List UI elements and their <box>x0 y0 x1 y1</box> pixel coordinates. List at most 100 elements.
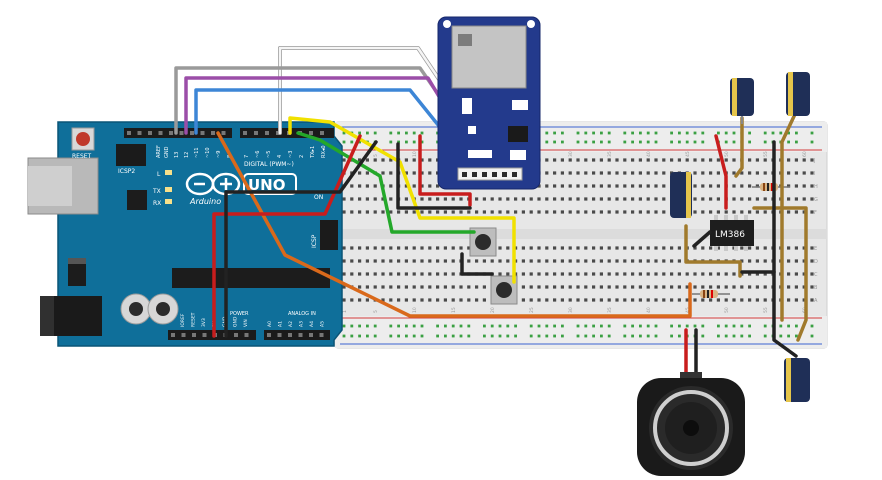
chip-leg <box>734 246 738 251</box>
breadboard-hole <box>482 285 486 289</box>
breadboard-bottom-rail <box>335 316 827 348</box>
header-pin <box>179 131 184 135</box>
rail-hole <box>405 131 408 135</box>
breadboard-hole <box>545 158 549 162</box>
breadboard-hole <box>716 210 720 214</box>
breadboard-hole <box>576 272 580 276</box>
push-button-1[interactable] <box>469 227 497 257</box>
rail-hole <box>366 131 369 135</box>
breadboard-hole <box>389 259 393 263</box>
breadboard-hole <box>810 298 814 302</box>
chip-label: LM386 <box>715 230 745 240</box>
rail-hole <box>763 324 767 328</box>
breadboard-hole <box>451 259 455 263</box>
breadboard-hole <box>459 246 463 250</box>
rail-hole <box>498 324 502 328</box>
breadboard-hole <box>584 158 588 162</box>
power-label: POWER <box>230 311 249 317</box>
rail-hole <box>639 131 642 135</box>
breadboard-hole <box>350 197 354 201</box>
wire-black-amp-3 <box>692 230 712 248</box>
breadboard-hole <box>389 272 393 276</box>
rail-hole <box>342 131 346 135</box>
breadboard-hole <box>436 259 440 263</box>
breadboard-hole <box>428 285 432 289</box>
breadboard-hole <box>615 197 619 201</box>
breadboard-hole <box>787 184 791 188</box>
breadboard-hole <box>701 298 705 302</box>
breadboard-hole <box>514 210 518 214</box>
board-capacitor-2-top <box>156 302 170 316</box>
breadboard-hole <box>420 171 424 175</box>
breadboard-hole <box>404 285 408 289</box>
breadboard-hole <box>584 171 588 175</box>
rail-hole <box>795 334 798 338</box>
breadboard-hole <box>794 197 798 201</box>
breadboard-hole <box>599 298 603 302</box>
breadboard-hole <box>545 197 549 201</box>
breadboard-hole <box>724 210 728 214</box>
breadboard-hole <box>709 246 713 250</box>
breadboard-hole <box>662 171 666 175</box>
breadboard-hole <box>420 158 424 162</box>
breadboard-hole <box>615 298 619 302</box>
power-jack-front <box>40 296 54 336</box>
breadboard-hole <box>545 298 549 302</box>
breadboard-hole <box>553 272 557 276</box>
wire-black-bb-2 <box>460 252 494 276</box>
rail-hole <box>631 131 634 135</box>
analog-pin-label: A4 <box>309 321 315 327</box>
breadboard-hole <box>763 158 767 162</box>
on-label: ON <box>314 194 323 201</box>
breadboard-hole <box>709 184 713 188</box>
header-pin <box>244 333 249 337</box>
breadboard-hole <box>553 259 557 263</box>
chip-legs <box>714 215 748 251</box>
breadboard-hole <box>810 171 814 175</box>
sd-component-2 <box>512 100 528 110</box>
digital-header-left <box>124 128 232 138</box>
breadboard-hole <box>365 259 369 263</box>
breadboard-hole <box>560 259 564 263</box>
breadboard-hole <box>592 171 596 175</box>
rail-hole <box>748 140 751 144</box>
breadboard-hole <box>787 158 791 162</box>
arduino-logo <box>185 172 241 196</box>
breadboard-hole <box>607 285 611 289</box>
column-number-top: 55 <box>763 151 769 157</box>
breadboard-hole <box>607 259 611 263</box>
rail-hole <box>600 334 603 338</box>
reset-button-cap[interactable] <box>76 132 90 146</box>
breadboard-hole <box>358 171 362 175</box>
push-button-2[interactable] <box>490 275 518 305</box>
breadboard-hole <box>755 259 759 263</box>
power-pin-label: 3V3 <box>201 318 207 327</box>
breadboard-hole <box>365 298 369 302</box>
rail-hole <box>639 324 642 328</box>
rail-hole <box>576 324 580 328</box>
breadboard-hole <box>631 285 635 289</box>
breadboard-hole <box>763 285 767 289</box>
breadboard-hole <box>420 246 424 250</box>
breadboard-hole <box>365 158 369 162</box>
breadboard-hole <box>560 246 564 250</box>
breadboard-hole <box>553 197 557 201</box>
breadboard-hole <box>365 197 369 201</box>
breadboard-hole <box>693 197 697 201</box>
breadboard-hole <box>358 285 362 289</box>
rail-hole <box>779 324 783 328</box>
capacitor-3 <box>670 172 692 218</box>
sd-header-pin <box>502 172 507 177</box>
breadboard-hole <box>802 171 806 175</box>
breadboard-hole <box>631 184 635 188</box>
usb-jack-inner <box>28 166 72 206</box>
breadboard-hole <box>646 259 650 263</box>
breadboard-hole <box>685 285 689 289</box>
bottom-pin-holes <box>171 333 324 337</box>
rail-hole <box>732 131 736 135</box>
breadboard-hole <box>506 246 510 250</box>
breadboard-hole <box>631 171 635 175</box>
breadboard-hole <box>802 158 806 162</box>
rail-hole <box>740 324 744 328</box>
rail-hole <box>787 334 790 338</box>
